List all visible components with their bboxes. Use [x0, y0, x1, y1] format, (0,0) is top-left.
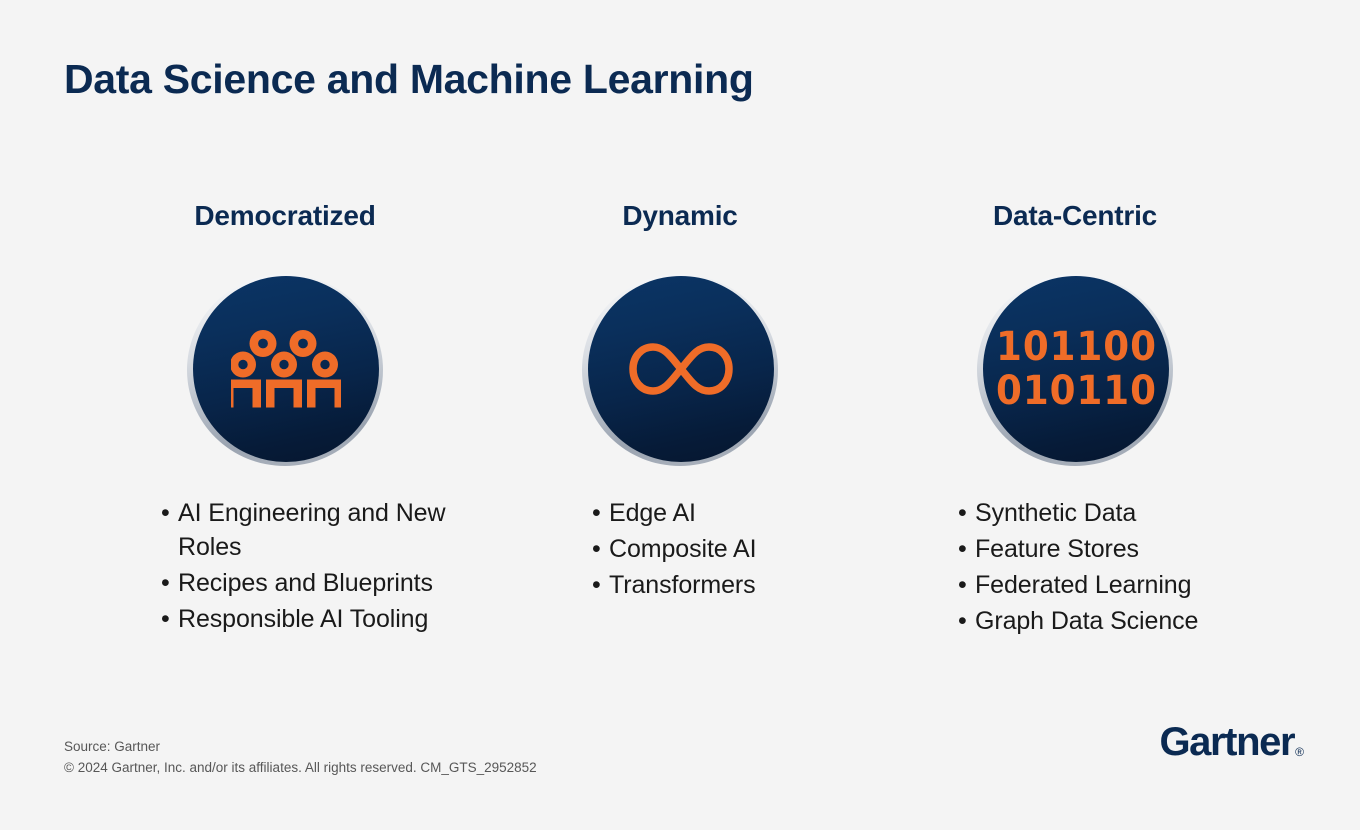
bullet-list: AI Engineering and New Roles Recipes and…	[161, 496, 491, 636]
badge-navy-disc: 101100 010110	[983, 276, 1169, 462]
column-heading: Data-Centric	[992, 200, 1158, 231]
infinity-icon	[629, 343, 733, 395]
icon-badge-wrapper: 101100 010110	[875, 274, 1275, 474]
list-item: Composite AI	[592, 532, 892, 566]
list-item: Feature Stores	[958, 532, 1278, 566]
gartner-logo: Gartner ®	[1159, 722, 1304, 762]
column-heading: Democratized	[194, 200, 376, 231]
binary-line-1: 101100	[995, 324, 1157, 370]
infinity-badge	[582, 274, 778, 466]
icon-badge-wrapper	[480, 274, 880, 474]
people-group-badge	[187, 274, 383, 466]
people-group-icon	[231, 330, 341, 408]
binary-digits-icon: 101100 010110	[990, 325, 1163, 413]
gartner-logo-text: Gartner	[1159, 720, 1295, 764]
icon-badge-wrapper	[85, 274, 485, 474]
bullet-list: Synthetic Data Feature Stores Federated …	[958, 496, 1278, 638]
bullet-list: Edge AI Composite AI Transformers	[592, 496, 892, 602]
binary-digits-badge: 101100 010110	[977, 274, 1173, 466]
column-dynamic: Dynamic Edge AI Composite AI Transformer…	[480, 196, 880, 618]
footer-attribution: Source: Gartner © 2024 Gartner, Inc. and…	[64, 736, 537, 778]
registered-trademark-icon: ®	[1295, 745, 1304, 759]
source-line: Source: Gartner	[64, 739, 161, 754]
list-item: AI Engineering and New Roles	[161, 496, 491, 564]
list-item: Responsible AI Tooling	[161, 602, 491, 636]
list-item: Graph Data Science	[958, 604, 1278, 638]
copyright-line: © 2024 Gartner, Inc. and/or its affiliat…	[64, 760, 537, 775]
column-data-centric: Data-Centric 101100 010110 Synthetic Dat…	[875, 196, 1275, 654]
badge-navy-disc	[193, 276, 379, 462]
badge-navy-disc	[588, 276, 774, 462]
column-heading: Dynamic	[622, 200, 738, 231]
binary-line-2: 010110	[995, 368, 1157, 414]
column-democratized: Democratized	[85, 196, 485, 652]
list-item: Edge AI	[592, 496, 892, 530]
list-item: Synthetic Data	[958, 496, 1278, 530]
page-title: Data Science and Machine Learning	[64, 56, 754, 102]
list-item: Transformers	[592, 568, 892, 602]
columns-container: Democratized	[0, 196, 1360, 656]
list-item: Recipes and Blueprints	[161, 566, 491, 600]
list-item: Federated Learning	[958, 568, 1278, 602]
